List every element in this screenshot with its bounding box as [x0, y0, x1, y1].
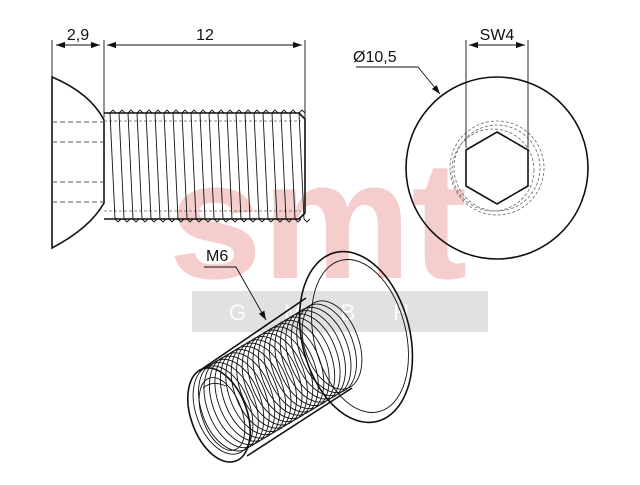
dimension-drive-size: SW4	[469, 27, 525, 49]
thread-body	[104, 109, 311, 223]
watermark: smt GMBH	[169, 126, 488, 332]
dimension-head-height: 2,9	[56, 27, 100, 49]
iso-head-rim	[298, 250, 414, 424]
front-view: SW4 Ø10,5	[353, 27, 589, 260]
iso-end-face	[187, 367, 251, 463]
dimension-thread-size: M6	[204, 248, 267, 321]
watermark-bar	[192, 291, 488, 332]
dimension-thread-length: 12	[107, 27, 302, 49]
head-outline	[405, 76, 589, 260]
head-diameter-label: Ø10,5	[353, 49, 397, 66]
drive-size-label: SW4	[480, 27, 515, 44]
isometric-view: M6	[187, 248, 414, 463]
hex-socket	[465, 131, 529, 205]
head-profile	[51, 75, 105, 250]
thread-size-label: M6	[206, 248, 228, 265]
head-height-label: 2,9	[67, 27, 89, 44]
side-view: 2,9 12	[51, 27, 311, 250]
thread-length-label: 12	[196, 27, 214, 44]
iso-thread	[192, 297, 363, 457]
dimension-head-diameter: Ø10,5	[353, 49, 441, 95]
